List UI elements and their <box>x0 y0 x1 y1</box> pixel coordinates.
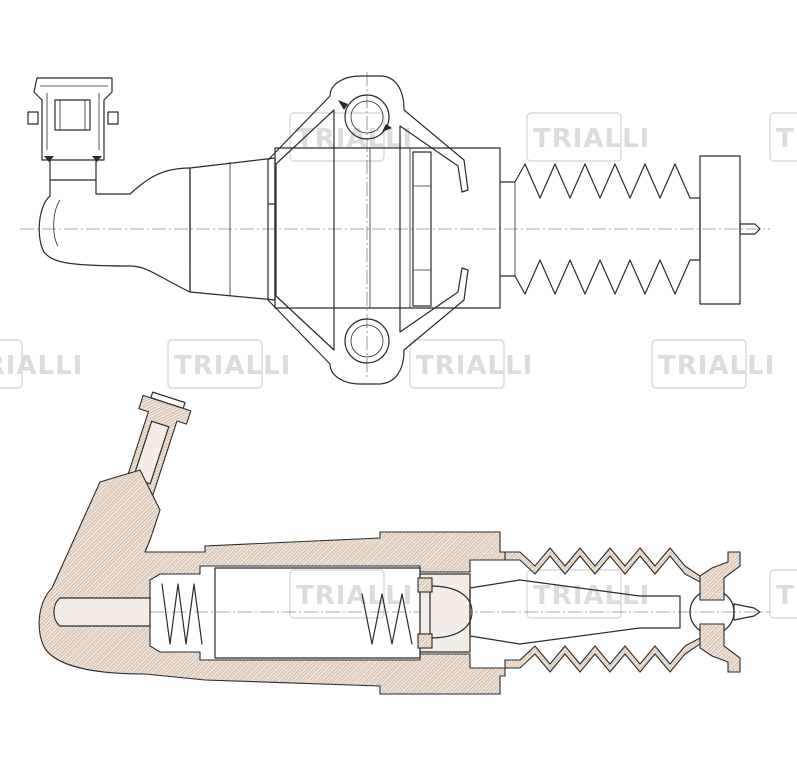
watermark-10: TRIALLI <box>769 569 797 619</box>
watermark-text: TRIALLI <box>776 124 797 154</box>
watermark-1: TRIALLI <box>289 112 413 162</box>
piston <box>214 567 473 659</box>
watermark-text: TRIALLI <box>296 124 413 154</box>
watermark-5: TRIALLI <box>409 339 533 389</box>
section-end-cap <box>699 551 741 673</box>
watermark-text: TRIALLI <box>658 351 775 381</box>
section-view <box>38 391 770 695</box>
hydraulic-connector <box>27 77 119 181</box>
watermark-7: TRIALLI <box>0 339 83 389</box>
watermark-text: TRIALLI <box>174 351 291 381</box>
watermark-3: TRIALLI <box>769 112 797 162</box>
external-view <box>20 72 770 385</box>
watermark-text: TRIALLI <box>776 581 797 611</box>
watermark-6: TRIALLI <box>651 339 775 389</box>
watermarks: TRIALLI TRIALLI TRIALLI TRIALLI TRIALLI … <box>0 112 797 619</box>
cylinder-housing <box>189 147 501 309</box>
lower-bolt-hole <box>344 318 390 364</box>
watermark-text: TRIALLI <box>296 581 413 611</box>
watermark-text: TRIALLI <box>533 581 650 611</box>
watermark-2: TRIALLI <box>526 112 650 162</box>
watermark-text: TRIALLI <box>533 124 650 154</box>
inlet-elbow <box>38 167 191 293</box>
section-housing <box>38 469 506 695</box>
mounting-bracket <box>267 75 469 385</box>
pushrod-end <box>699 155 761 305</box>
watermark-8: TRIALLI <box>289 569 413 619</box>
return-spring <box>161 583 203 645</box>
piston-spring <box>361 593 413 645</box>
watermark-9: TRIALLI <box>526 569 650 619</box>
watermark-4: TRIALLI <box>167 339 291 389</box>
watermark-text: TRIALLI <box>0 351 83 381</box>
watermark-text: TRIALLI <box>416 351 533 381</box>
upper-bolt-hole <box>344 94 390 140</box>
